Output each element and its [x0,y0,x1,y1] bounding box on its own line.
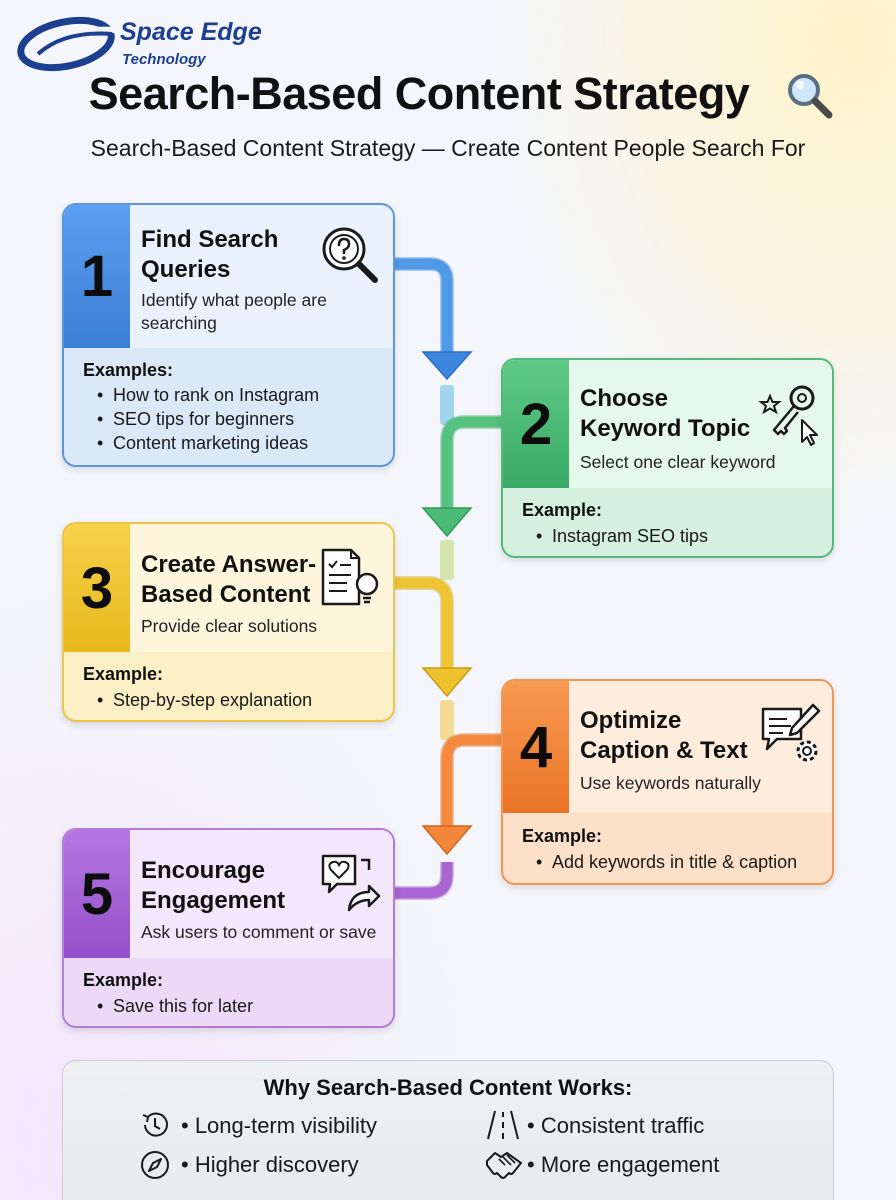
compass-icon [141,1151,169,1179]
summary-panel: Why Search-Based Content Works: • Long-t… [62,1060,834,1200]
benefit-item: • Higher discovery [181,1152,359,1177]
example-label: Example: [522,826,603,846]
benefit-item: • Consistent traffic [527,1113,705,1138]
step-description: Ask users to comment or save [141,922,377,942]
step-description: Provide clear solutions [141,616,318,636]
step-number: 3 [64,524,130,652]
step-number: 2 [503,360,569,488]
list-item: How to rank on Instagram [97,383,319,407]
heart-chat-share-icon [321,854,381,912]
key-star-cursor-icon [758,385,818,446]
step-number: 4 [503,681,569,813]
example-label: Example: [83,664,164,684]
summary-title: Why Search-Based Content Works: [263,1075,633,1100]
history-clock-icon [142,1112,168,1137]
chat-pencil-gear-icon [761,703,821,762]
search-question-icon [322,227,378,283]
step-title: Create Answer-Based Content [141,551,317,608]
list-item: Step-by-step explanation [97,688,312,712]
list-item: Instagram SEO tips [536,524,708,548]
example-label: Example: [522,500,603,520]
page-subtitle: Search-Based Content Strategy — Create C… [90,135,806,161]
step-number: 1 [64,205,130,348]
example-list: Add keywords in title & caption [536,850,797,874]
list-item: Save this for later [97,994,253,1018]
list-item: Add keywords in title & caption [536,850,797,874]
step-description: Select one clear keyword [580,452,776,472]
benefit-item: • Long-term visibility [181,1113,377,1138]
brand-logo-icon [17,16,117,72]
step-card-3: 3 Create Answer-Based Content Provide cl… [62,522,395,722]
example-label: Examples: [83,360,174,380]
example-label: Example: [83,970,164,990]
magnifier-icon [788,74,833,119]
example-list: Save this for later [97,994,253,1018]
step-number: 5 [64,830,130,958]
list-item: SEO tips for beginners [97,407,319,431]
brand-sub: Technology [122,51,206,68]
list-item: Content marketing ideas [97,431,319,455]
road-icon [487,1110,519,1140]
example-list: How to rank on Instagram SEO tips for be… [97,383,319,455]
brand-name: Space Edge [120,18,262,46]
step-description: Use keywords naturally [580,773,761,793]
example-list: Instagram SEO tips [536,524,708,548]
example-list: Step-by-step explanation [97,688,312,712]
page-title: Search-Based Content Strategy [88,68,750,119]
handshake-icon [486,1152,522,1179]
document-lightbulb-icon [321,548,379,606]
benefit-item: • More engagement [527,1152,720,1177]
